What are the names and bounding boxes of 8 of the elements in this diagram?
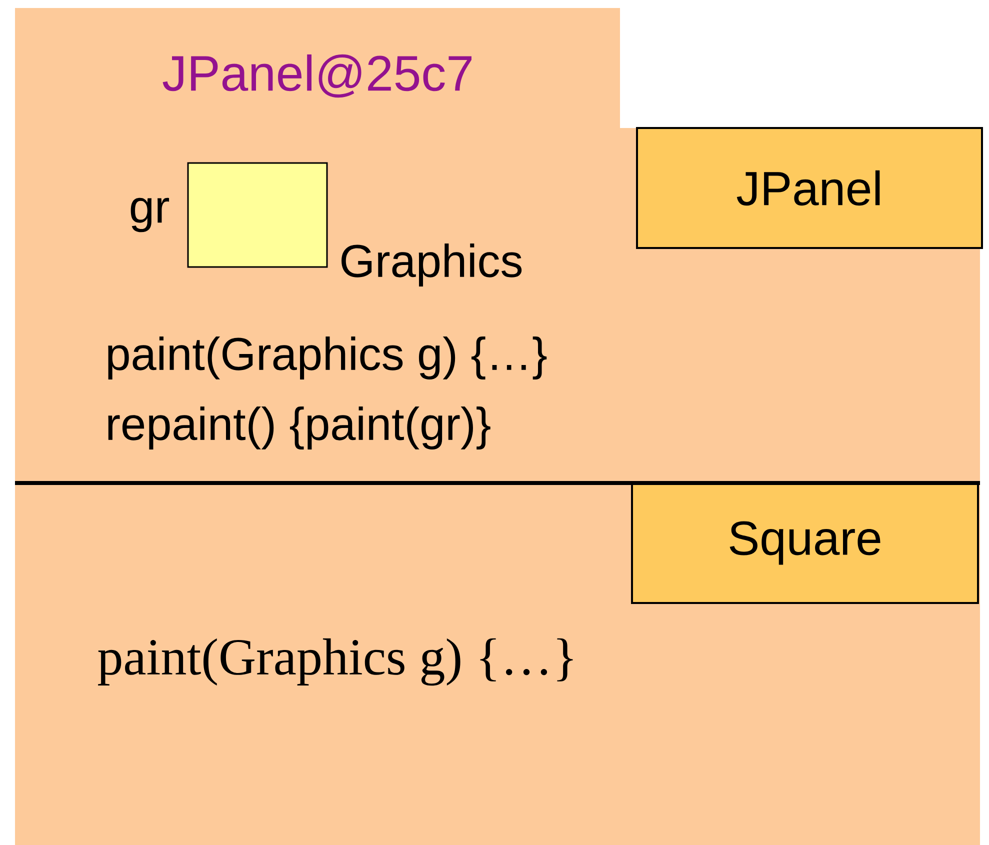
method-text: paint(Graphics g) {…} xyxy=(108,336,547,380)
method-text: paint(Graphics g) {…} xyxy=(98,638,573,686)
method-text: repaint() {paint(gr)} xyxy=(108,406,490,450)
field-box xyxy=(187,162,328,268)
class-box: JPanel xyxy=(636,127,983,249)
field-name: gr xyxy=(130,198,170,232)
field-type: Graphics xyxy=(342,244,522,286)
class-box: Square xyxy=(631,482,979,604)
